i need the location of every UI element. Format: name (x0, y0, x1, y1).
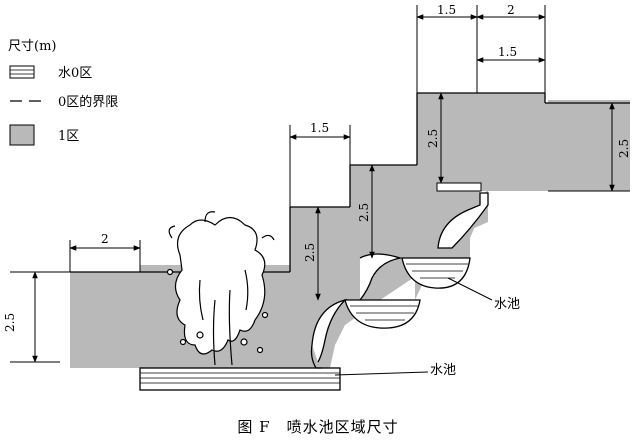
dim-step-b: 2.5 (357, 203, 371, 222)
dim-mid: 1.5 (310, 121, 329, 135)
legend-label-zone1: 1区 (58, 129, 79, 144)
fountain-spray (166, 211, 275, 366)
dim-top-left: 1.5 (437, 3, 456, 17)
dim-step-a: 2.5 (426, 129, 440, 148)
legend: 尺寸(m) 水0区 0区的界限 1区 (8, 39, 118, 146)
legend-label-water-zone0: 水0区 (58, 66, 92, 81)
legend-title: 尺寸(m) (8, 39, 56, 54)
dim-top-right: 2 (507, 3, 515, 17)
left-block (70, 272, 140, 368)
dimension-lines (10, 14, 630, 376)
dim-right-height: 2.5 (617, 139, 631, 158)
dim-top-inner: 1.5 (498, 45, 517, 59)
figure-caption: 图 F 喷水池区域尺寸 (237, 418, 398, 436)
legend-gray-symbol (9, 124, 35, 146)
label-pool-bottom: 水池 (430, 363, 456, 378)
legend-label-zone0-boundary: 0区的界限 (58, 94, 118, 110)
dim-left-height: 2.5 (3, 313, 17, 332)
base-pool (139, 367, 341, 391)
dim-left-width: 2 (101, 232, 109, 246)
dimension-labels: 1.5 2 1.5 1.5 2 2.5 2.5 2.5 2.5 2.5 (3, 3, 631, 332)
dim-step-c: 2.5 (303, 243, 317, 262)
label-pool-right: 水池 (494, 297, 520, 312)
legend-hatched-symbol (9, 65, 35, 79)
